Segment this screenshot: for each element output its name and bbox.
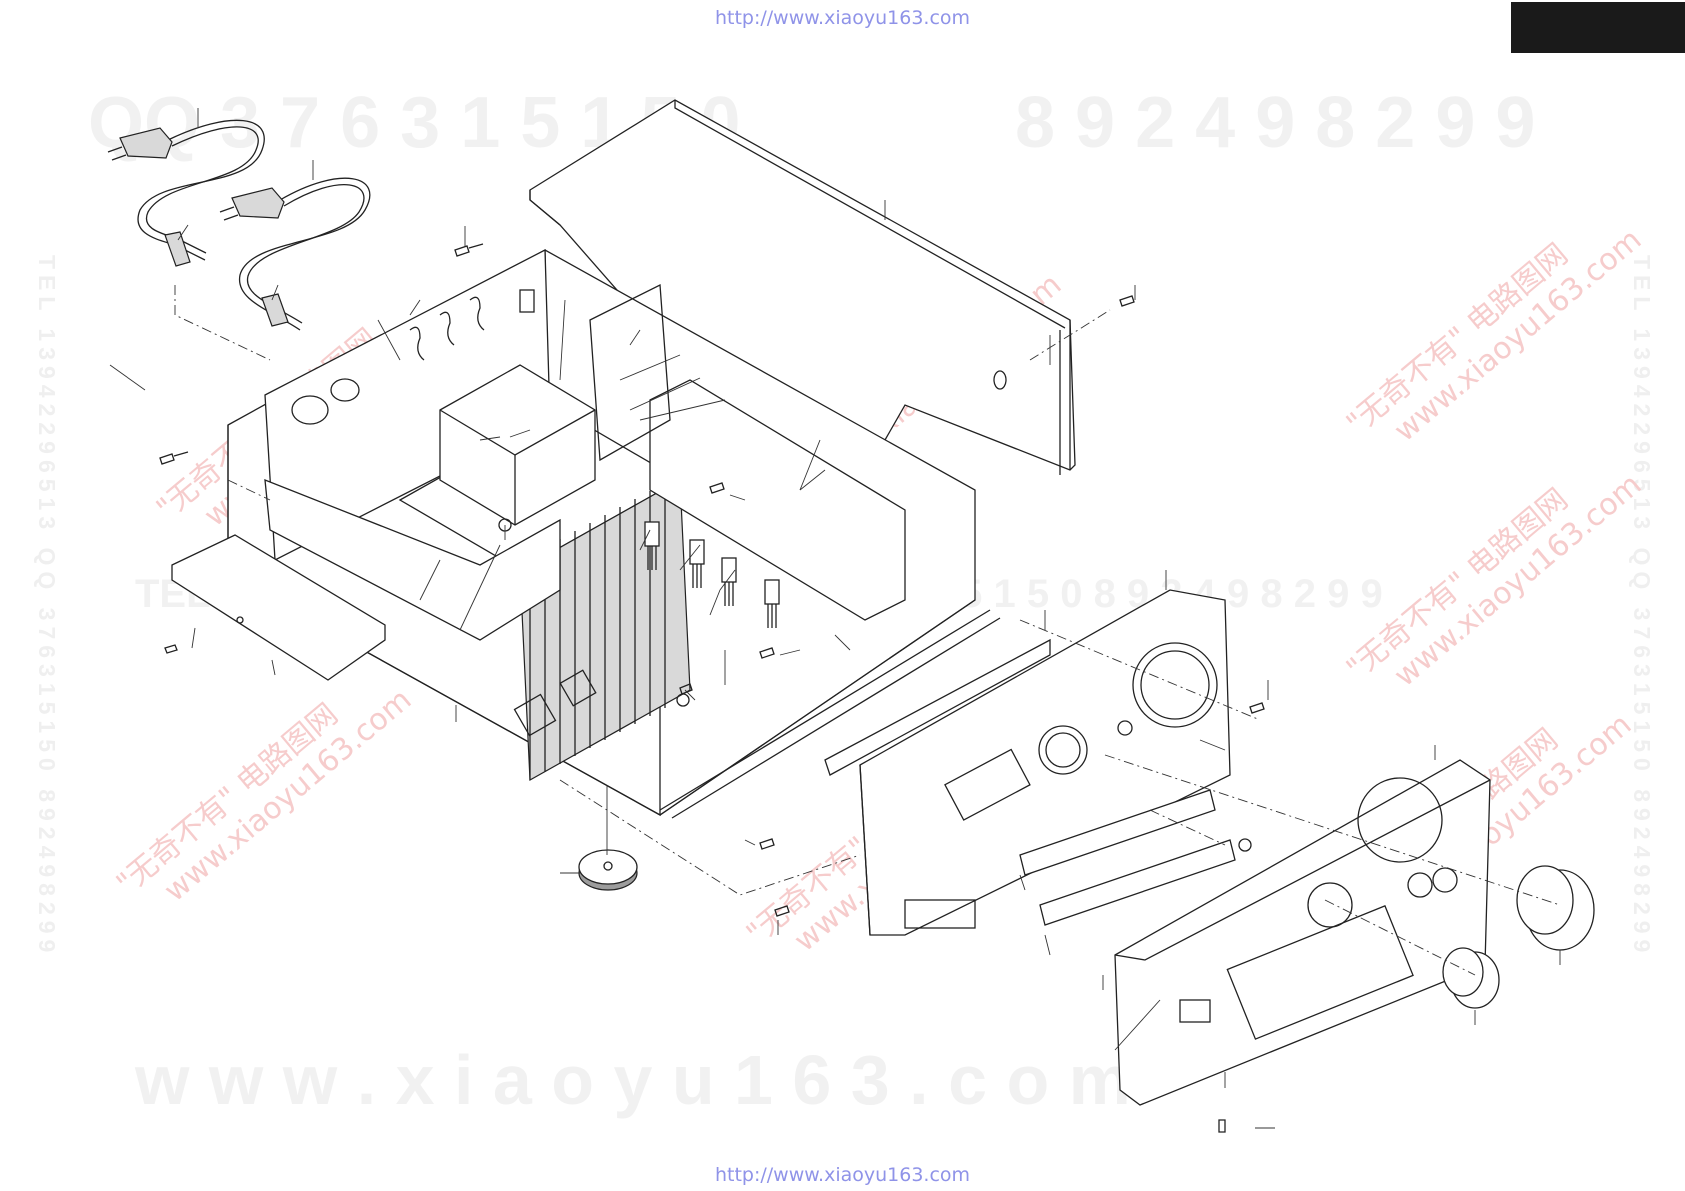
alignment-lines: [174, 285, 1561, 976]
front-panel: [1114, 759, 1491, 1106]
site-link-top[interactable]: http://www.xiaoyu163.com: [714, 7, 971, 29]
chassis: [227, 248, 1001, 819]
foot: [578, 849, 638, 891]
power-cord-1: [107, 119, 265, 267]
display-board: [824, 638, 1236, 926]
transistors: [644, 521, 780, 628]
watermark-site-bottom: w w w . x i a o y u 1 6 3 . c o m: [135, 1041, 1131, 1119]
top-cover: [529, 99, 1076, 475]
side-plate: [171, 534, 386, 681]
watermark-qq-top-right: 8 9 2 4 9 8 2 9 9: [1015, 83, 1536, 163]
knob-large: [1516, 865, 1595, 951]
front-frame: [859, 589, 1231, 936]
knob-small: [1442, 947, 1500, 1009]
leader-lines: [109, 108, 1561, 1129]
site-link-bottom[interactable]: http://www.xiaoyu163.com: [714, 1164, 971, 1186]
page-corner-tab: [1511, 2, 1685, 53]
power-cord-2: [219, 177, 371, 331]
